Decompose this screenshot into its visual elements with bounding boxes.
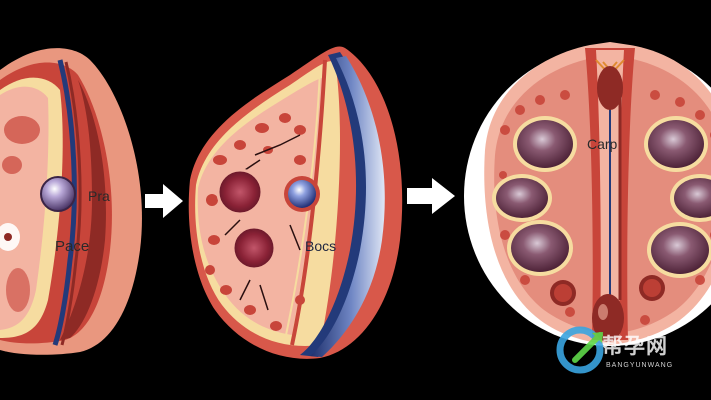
arrow-right-icon-2 [407, 178, 455, 214]
panel-2-tissue [188, 46, 403, 359]
panel-3-label: Carp [587, 136, 618, 152]
panel-3-tissue [464, 42, 711, 346]
watermark-text: 帮孕网 [602, 334, 668, 358]
watermark-logo-icon [556, 326, 604, 374]
panel-1-tissue [0, 48, 142, 355]
watermark-subtext: BANGYUNWANG [606, 362, 674, 369]
panel-1-label-top: Pra [88, 188, 110, 204]
arrow-right-icon-1 [145, 184, 183, 218]
panel-2-label: Bocs [305, 238, 337, 254]
panel-1-label-bottom: Pace [55, 238, 90, 255]
